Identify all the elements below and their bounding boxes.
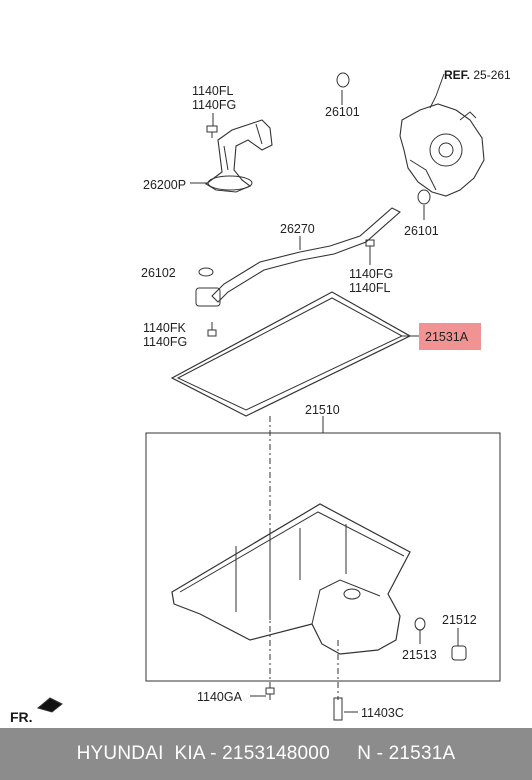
drain-plug-icon [451, 645, 467, 661]
stud-bolt-icon [333, 697, 343, 721]
part-label-26101: 26101 [404, 224, 439, 238]
oil-pan-frame [145, 432, 501, 682]
part-label-21513: 21513 [402, 648, 437, 662]
ref-prefix: REF. [444, 68, 471, 82]
part-label-21510: 21510 [305, 403, 340, 417]
gasket-icon [170, 291, 412, 417]
part-label-26102: 26102 [141, 266, 176, 280]
bolt-icon [265, 687, 275, 700]
ref-code: 25-261 [473, 68, 511, 82]
part-label-1140fg: 1140FG [143, 335, 188, 349]
oil-pipe-icon [195, 207, 401, 307]
bolt-icon [206, 125, 218, 138]
bolt-icon [207, 322, 217, 337]
o-ring-icon [336, 72, 350, 88]
part-label-1140fl: 1140FL [192, 84, 234, 98]
oil-strainer-icon [205, 119, 273, 193]
oil-pan-icon [171, 503, 411, 655]
part-label-1140fg: 1140FG [192, 98, 237, 112]
footer-text: HYUNDAI KIA - 2153148000 N - 21531A [76, 743, 456, 764]
part-label-1140fg: 1140FG [349, 267, 394, 281]
front-direction-label: FR. [10, 709, 33, 725]
part-label-26101: 26101 [325, 105, 360, 119]
washer-icon [414, 617, 426, 631]
reference-label: REF. 25-261 [444, 68, 511, 82]
o-ring-icon [198, 267, 214, 277]
bolt-icon [365, 239, 375, 256]
part-label-21512: 21512 [442, 613, 477, 627]
highlight-box [419, 323, 481, 350]
part-label-1140ga: 1140GA [197, 690, 242, 704]
part-label-1140fl: 1140FL [349, 281, 391, 295]
part-label-26270: 26270 [280, 222, 315, 236]
part-label-21531a[interactable]: 21531A [425, 330, 469, 344]
front-arrow-icon [36, 697, 63, 713]
part-label-26200p: 26200P [143, 178, 187, 192]
o-ring-icon [417, 189, 431, 205]
part-label-1140fk: 1140FK [143, 321, 186, 335]
oil-pump-icon [399, 103, 485, 197]
parts-diagram [36, 72, 501, 721]
footer-bar: HYUNDAI KIA - 2153148000 N - 21531A [0, 728, 532, 780]
part-label-11403c: 11403C [361, 706, 404, 720]
